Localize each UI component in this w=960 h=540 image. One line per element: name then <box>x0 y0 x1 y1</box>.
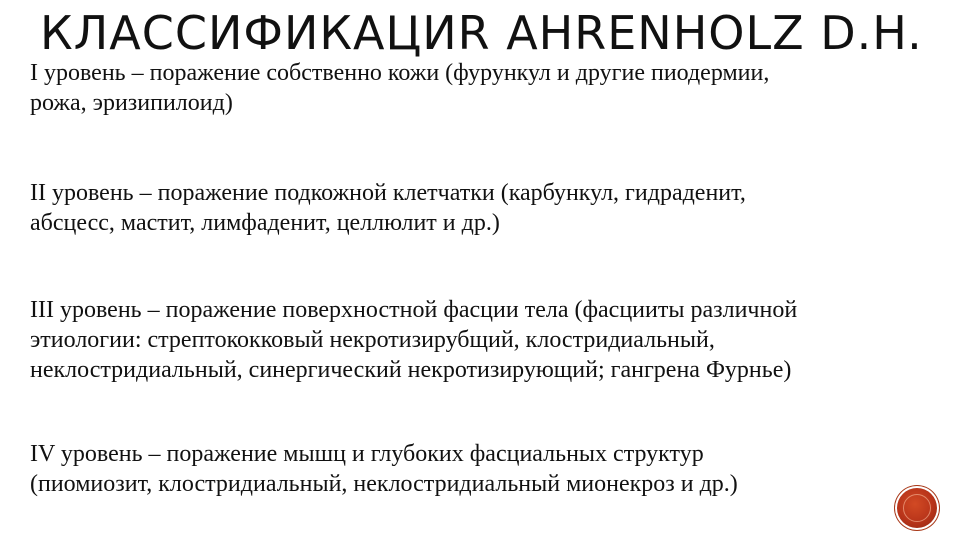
slide-number-badge-icon <box>897 488 937 528</box>
level-3-line-1: III уровень – поражение поверхностной фа… <box>30 297 798 323</box>
badge-ring-icon <box>903 494 931 522</box>
level-2-line-1: II уровень – поражение подкожной клетчат… <box>30 180 746 206</box>
level-3-line-2: этиологии: стрептококковый некротизирубщ… <box>30 327 715 353</box>
level-2-line-2: абсцесс, мастит, лимфаденит, целлюлит и … <box>30 210 500 236</box>
slide-title: КЛАССИФИКАЦИR AHRENHOLZ D.H. <box>40 6 923 60</box>
level-4-item: IV уровень – поражение мышц и глубоких ф… <box>30 439 738 499</box>
level-1-item: I уровень – поражение собственно кожи (ф… <box>30 58 769 118</box>
level-1-line-2: рожа, эризипилоид) <box>30 90 233 116</box>
level-1-line-1: I уровень – поражение собственно кожи (ф… <box>30 60 770 86</box>
level-2-item: II уровень – поражение подкожной клетчат… <box>30 178 746 238</box>
level-3-item: III уровень – поражение поверхностной фа… <box>30 295 797 385</box>
level-4-line-1: IV уровень – поражение мышц и глубоких ф… <box>30 441 704 467</box>
level-4-line-2: (пиомиозит, клостридиальный, неклостриди… <box>30 471 738 497</box>
level-3-line-3: неклостридиальный, синергический некроти… <box>30 357 792 383</box>
